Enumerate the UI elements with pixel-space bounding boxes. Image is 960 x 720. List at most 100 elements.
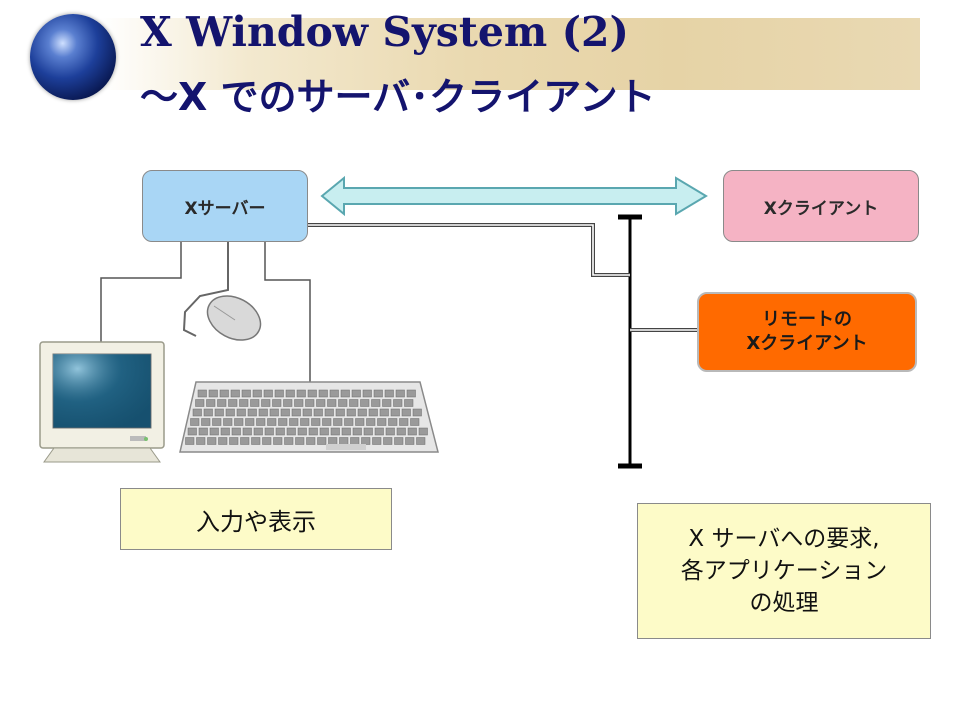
keyboard-key: [418, 427, 428, 436]
keyboard-key: [296, 389, 306, 398]
keyboard-key: [218, 437, 228, 445]
keyboard-key: [335, 408, 345, 417]
keyboard-key: [195, 399, 205, 407]
keyboard-key: [286, 427, 296, 436]
remote-xclient-box: リモートの Xクライアント: [697, 292, 917, 372]
keyboard-key: [214, 408, 224, 417]
keyboard-key: [229, 437, 239, 445]
keyboard-key: [242, 427, 252, 436]
keyboard-key: [328, 437, 338, 445]
keyboard-key: [267, 418, 277, 426]
keyboard-key: [306, 437, 316, 445]
keyboard-key: [362, 389, 372, 398]
keyboard-key: [308, 427, 318, 436]
remote-label-line1: リモートの: [762, 308, 852, 330]
keyboard-key: [295, 437, 305, 445]
keyboard-key: [196, 437, 206, 445]
keyboard-key: [269, 408, 279, 417]
keyboard-key: [311, 418, 321, 426]
keyboard-key: [289, 418, 299, 426]
keyboard-key: [371, 399, 381, 407]
keyboard-key: [390, 408, 400, 417]
keyboard-key: [263, 389, 273, 398]
keyboard-key: [324, 408, 334, 417]
keyboard-key: [264, 427, 274, 436]
keyboard-key: [410, 418, 420, 426]
keyboard-key: [291, 408, 301, 417]
keyboard-key: [322, 418, 332, 426]
keyboard-key: [373, 389, 383, 398]
keyboard-key: [228, 399, 238, 407]
keyboard-key: [355, 418, 365, 426]
keyboard-key: [217, 399, 227, 407]
keyboard-key: [401, 408, 411, 417]
keyboard-key: [208, 389, 218, 398]
keyboard-key: [388, 418, 398, 426]
keyboard-key: [252, 389, 262, 398]
request-note: X サーバへの要求, 各アプリケーション の処理: [637, 503, 931, 639]
keyboard-key: [219, 389, 229, 398]
keyboard-key: [412, 408, 422, 417]
keyboard-key: [407, 427, 417, 436]
keyboard-key: [330, 427, 340, 436]
server-bus-link: [306, 223, 630, 277]
keyboard-key: [374, 427, 384, 436]
keyboard-key: [316, 399, 326, 407]
keyboard-key: [307, 389, 317, 398]
keyboard-key: [203, 408, 213, 417]
xclient-label: Xクライアント: [763, 198, 879, 219]
request-note-line2: 各アプリケーション: [680, 557, 888, 584]
io-note: 入力や表示: [120, 488, 392, 550]
keyboard-key: [377, 418, 387, 426]
keyboard-key: [250, 399, 260, 407]
keyboard-key: [212, 418, 222, 426]
keyboard-key: [245, 418, 255, 426]
keyboard-key: [231, 427, 241, 436]
slide-title: X Window System (2): [140, 8, 629, 56]
keyboard-key: [230, 389, 240, 398]
keyboard-key: [361, 437, 371, 445]
keyboard-key: [256, 418, 266, 426]
keyboard-key: [399, 418, 409, 426]
keyboard-key: [384, 389, 394, 398]
keyboard-key: [351, 389, 361, 398]
keyboard-key: [394, 437, 404, 445]
keyboard-key: [261, 399, 271, 407]
monitor-cable: [100, 240, 182, 345]
keyboard-key: [341, 427, 351, 436]
keyboard-key: [357, 408, 367, 417]
keyboard-key: [313, 408, 323, 417]
keyboard-key: [329, 389, 339, 398]
request-note-line1: X サーバへの要求,: [688, 525, 880, 552]
mouse-cable: [182, 240, 229, 337]
keyboard-key: [251, 437, 261, 445]
keyboard-key: [283, 399, 293, 407]
keyboard-key: [285, 389, 295, 398]
keyboard-key: [340, 389, 350, 398]
keyboard-key: [349, 399, 359, 407]
keyboard-key: [363, 427, 373, 436]
keyboard-key: [302, 408, 312, 417]
xserver-label: Xサーバー: [184, 198, 266, 219]
keyboard-key: [258, 408, 268, 417]
keyboard-key: [206, 399, 216, 407]
keyboard-key: [366, 418, 376, 426]
keyboard-key: [201, 418, 211, 426]
monitor-icon: [39, 341, 165, 463]
keyboard-key: [385, 427, 395, 436]
double-arrow: [320, 175, 708, 217]
keyboard-icon: [179, 381, 439, 453]
keyboard-key: [247, 408, 257, 417]
keyboard-key: [253, 427, 263, 436]
keyboard-key: [241, 389, 251, 398]
keyboard-key: [317, 437, 327, 445]
keyboard-key: [352, 427, 362, 436]
keyboard-key: [185, 437, 195, 445]
keyboard-key: [240, 437, 250, 445]
keyboard-key: [318, 389, 328, 398]
keyboard-key: [383, 437, 393, 445]
io-note-text: 入力や表示: [196, 507, 316, 536]
keyboard-key: [273, 437, 283, 445]
keyboard-key: [333, 418, 343, 426]
